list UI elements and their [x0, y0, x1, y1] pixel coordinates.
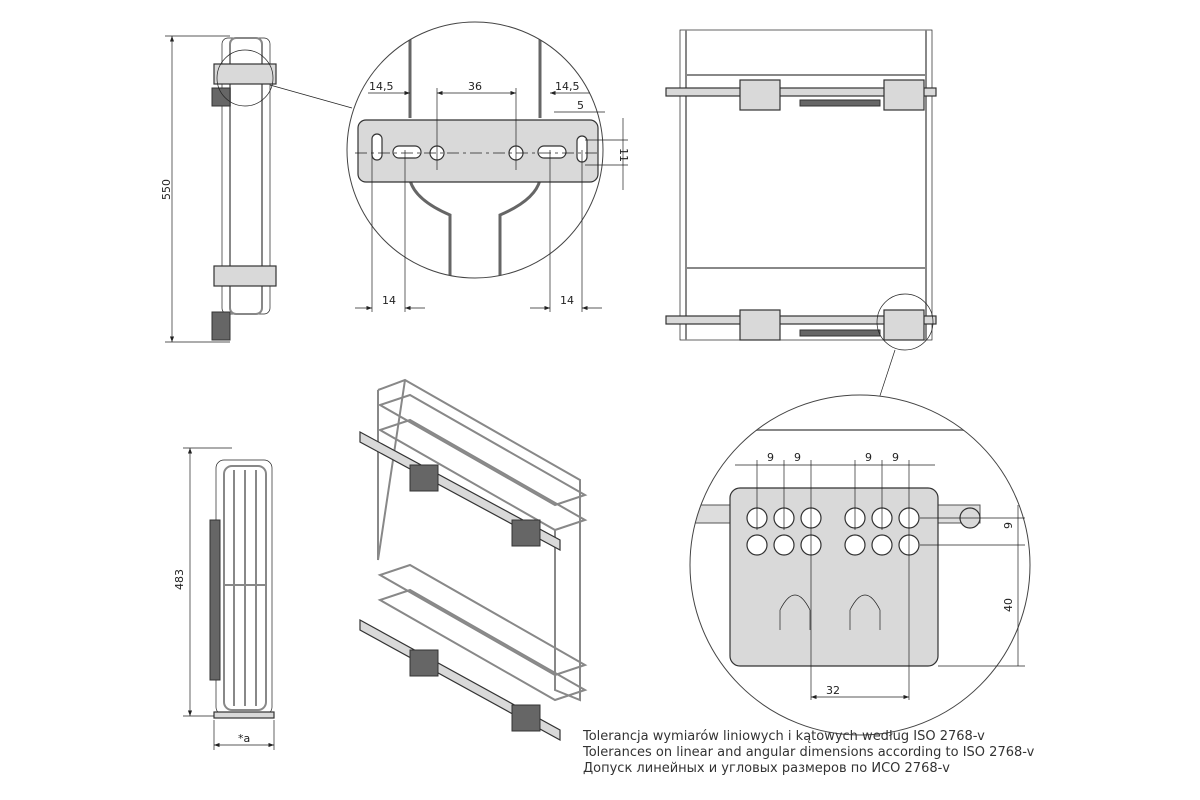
isometric-view — [359, 378, 588, 742]
hole-grid — [746, 507, 920, 556]
dim-slot-height: 11 — [617, 148, 630, 162]
tolerance-note-en: Tolerances on linear and angular dimensi… — [583, 745, 1035, 760]
dim-pitch-3: 9 — [865, 451, 872, 464]
dim-bottom-left: 14 — [382, 294, 396, 307]
dim-height-40: 40 — [1002, 598, 1015, 612]
detail-mounting-plate: 14,5 36 14,5 5 11 14 14 — [346, 21, 630, 312]
tolerance-note-ru: Допуск линейных и угловых размеров по ИС… — [583, 761, 951, 776]
dim-left-offset: 14,5 — [369, 80, 394, 93]
dim-pitch-4: 9 — [892, 451, 899, 464]
dim-pitch-2: 9 — [794, 451, 801, 464]
dim-width-32: 32 — [826, 684, 840, 697]
dim-front-height: 483 — [173, 569, 186, 590]
dim-side-height: 550 — [160, 179, 173, 200]
tolerance-note: Tolerancja wymiarów liniowych i kątowych… — [583, 729, 1034, 777]
dim-center-spacing: 36 — [468, 80, 482, 93]
dim-row-pitch: 9 — [1002, 522, 1015, 529]
dim-edge: 5 — [577, 99, 584, 112]
dim-right-offset: 14,5 — [555, 80, 580, 93]
front-view: 483 *a — [173, 447, 275, 750]
tolerance-note-pl: Tolerancja wymiarów liniowych i kątowych… — [583, 729, 985, 744]
dim-width-a: *a — [238, 732, 250, 745]
detail-front-plate: 9 9 9 9 9 40 32 — [689, 394, 1031, 736]
dim-bottom-right: 14 — [560, 294, 574, 307]
top-view — [665, 29, 937, 421]
side-view: 550 — [160, 35, 353, 343]
dim-pitch-1: 9 — [767, 451, 774, 464]
